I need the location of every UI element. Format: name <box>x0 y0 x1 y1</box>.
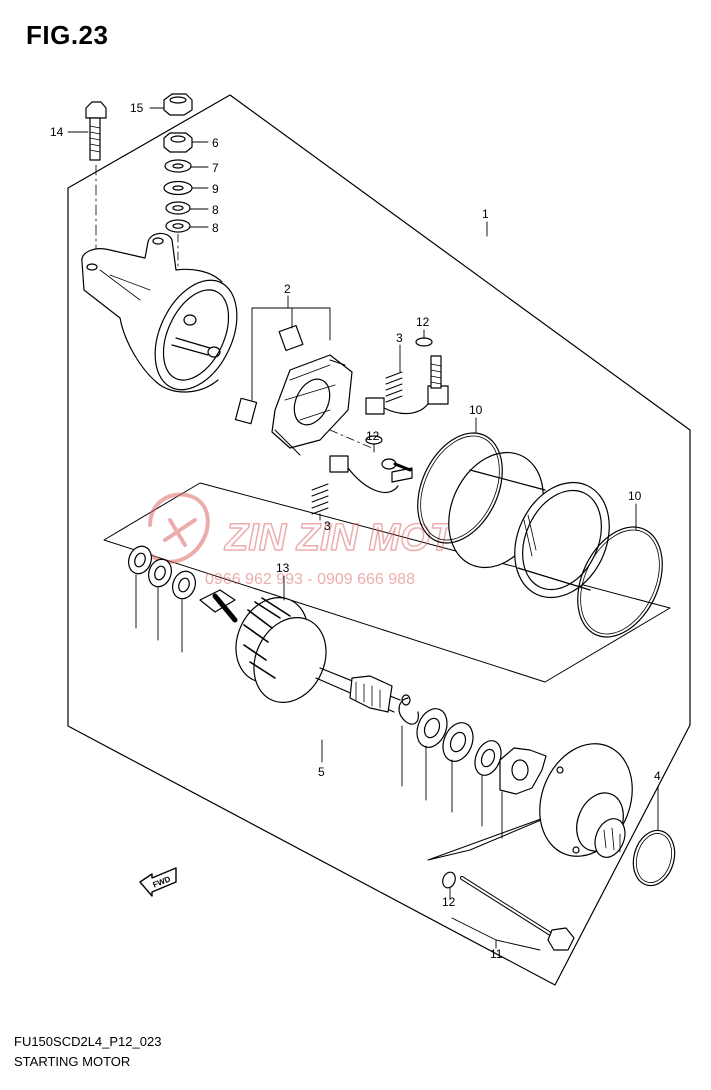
callout-6: 6 <box>212 136 219 150</box>
through-bolt-11 <box>460 876 575 951</box>
o-ring-10a <box>417 432 503 544</box>
leader-11 <box>451 917 541 951</box>
o-ring-4-inner <box>635 833 673 883</box>
spring-3b <box>311 483 329 515</box>
callout-10-left: 10 <box>469 403 483 417</box>
washer-9 <box>163 180 193 196</box>
callout-8-upper: 8 <box>212 203 219 217</box>
washer-stack-left <box>128 545 196 600</box>
callout-15: 15 <box>130 101 144 115</box>
brush-lead-upper <box>365 355 449 415</box>
brush-axis <box>329 429 373 449</box>
watermark-logo <box>148 492 210 564</box>
figure-title: FIG.23 <box>26 20 109 50</box>
callout-12-middle: 12 <box>366 429 380 443</box>
washer-7 <box>164 159 192 173</box>
brush-lead-lower <box>329 455 413 494</box>
rear-cover <box>539 743 633 858</box>
callout-10-right: 10 <box>628 489 642 503</box>
washer-8b <box>165 219 191 233</box>
watermark-phone: 0966 962 993 - 0909 666 988 <box>205 571 415 588</box>
callout-2: 2 <box>284 282 291 296</box>
callout-13: 13 <box>276 561 290 575</box>
spring-3a <box>385 371 403 403</box>
bolt-14 <box>85 101 107 161</box>
leader-2 <box>251 295 331 401</box>
nut-6 <box>163 132 193 153</box>
o-ring-10b <box>577 526 663 638</box>
callout-3-lower: 3 <box>324 519 331 533</box>
armature-frame <box>103 482 671 683</box>
o-ring-4 <box>632 829 676 887</box>
end-cover-frame <box>427 811 561 861</box>
assembly-frame <box>67 94 691 986</box>
washer-12a <box>415 337 433 347</box>
washer-leaders-left <box>135 574 183 653</box>
callout-12-lower: 12 <box>442 895 456 909</box>
o-ring-10b-inner <box>580 529 660 635</box>
front-housing <box>81 232 238 393</box>
callout-5: 5 <box>318 765 325 779</box>
figure-subtitle: STARTING MOTOR <box>14 1054 131 1069</box>
armature <box>199 589 411 713</box>
brush-holder <box>234 324 353 456</box>
callout-14: 14 <box>50 125 64 139</box>
callout-7: 7 <box>212 161 219 175</box>
nut-15 <box>163 93 193 116</box>
figure-code: FU150SCD2L4_P12_023 <box>14 1034 162 1049</box>
washer-8a <box>165 201 191 215</box>
motor-yoke <box>448 451 610 599</box>
callout-12-upper: 12 <box>416 315 430 329</box>
callout-3-upper: 3 <box>396 331 403 345</box>
callout-9: 9 <box>212 182 219 196</box>
fwd-arrow-icon: FWD <box>139 867 177 897</box>
callout-11: 11 <box>490 947 503 961</box>
washer-12c <box>442 871 456 889</box>
callout-8-lower: 8 <box>212 221 219 235</box>
washer-leaders-right <box>401 725 503 839</box>
callout-1: 1 <box>482 207 489 221</box>
washer-stack-right <box>416 708 547 795</box>
circlip <box>398 697 419 725</box>
o-ring-10a-inner <box>420 435 500 541</box>
callout-4: 4 <box>654 769 661 783</box>
screw-12c <box>381 458 412 472</box>
